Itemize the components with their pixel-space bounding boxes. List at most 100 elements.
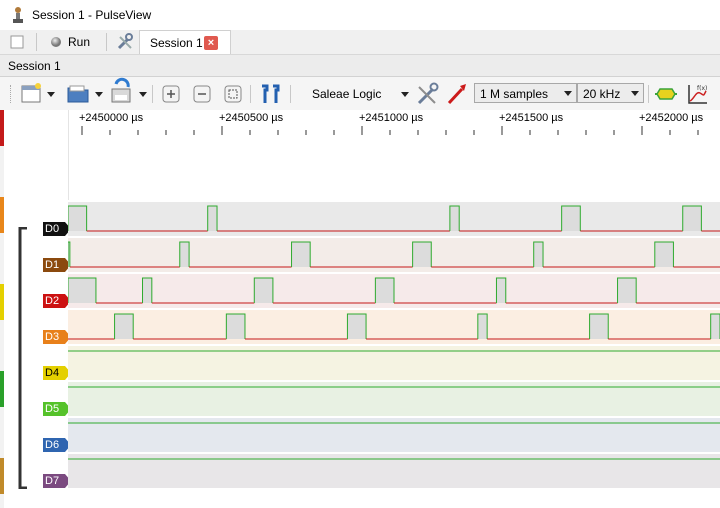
pulse-d1 — [68, 242, 70, 267]
trace-d2 — [68, 277, 97, 303]
close-tab-icon[interactable]: × — [204, 36, 218, 50]
pulse-d2 — [617, 278, 637, 303]
title-bar: Session 1 - PulseView — [0, 0, 720, 30]
channel-label-d5[interactable]: D5 — [43, 402, 71, 416]
trace-d2 — [253, 277, 274, 303]
cursor-icon[interactable] — [258, 77, 282, 110]
pulse-d0 — [207, 206, 218, 231]
ruler-tick-label: +2450500 µs — [219, 112, 284, 124]
zoom-in-icon[interactable] — [162, 77, 180, 110]
channel-label-d0[interactable]: D0 — [43, 222, 71, 236]
rate-value: 20 kHz — [583, 87, 621, 101]
time-ruler[interactable]: +2450000 µs +2450500 µs +2451000 µs +245150… — [68, 110, 720, 200]
pulse-d0 — [68, 206, 87, 231]
pulse-d1 — [412, 242, 432, 267]
pulse-d1 — [179, 242, 190, 267]
channel-row-d4 — [68, 346, 720, 380]
pulse-d3 — [710, 314, 720, 339]
run-button[interactable]: Run — [50, 30, 90, 54]
probe-icon[interactable] — [446, 77, 470, 110]
trace-d0 — [449, 205, 460, 231]
channel-row-d0 — [68, 202, 720, 236]
channel-label-d7[interactable]: D7 — [43, 474, 71, 488]
configure-icon[interactable] — [415, 77, 439, 110]
trace-d0 — [561, 205, 581, 231]
rate-combo[interactable]: 20 kHz — [577, 83, 644, 103]
ruler-tick-label: +2451500 µs — [499, 112, 564, 124]
new-file-dropdown-icon[interactable] — [47, 92, 55, 97]
pulse-d1 — [533, 242, 544, 267]
channel-row-d6 — [68, 418, 720, 452]
trace-d1 — [533, 241, 544, 267]
trace-d0 — [682, 205, 702, 231]
trace-d1 — [654, 241, 674, 267]
settings-icon[interactable] — [116, 33, 134, 51]
trace-d3 — [477, 313, 488, 339]
trace-d1 — [291, 241, 311, 267]
run-label: Run — [68, 35, 91, 49]
zoom-fit-icon[interactable] — [224, 77, 242, 110]
top-tab-bar: Run Session 1 × — [0, 30, 720, 55]
pulse-d1 — [291, 242, 311, 267]
channel-label-d3[interactable]: D3 — [43, 330, 71, 344]
trace-d3 — [589, 313, 609, 339]
device-dropdown-icon[interactable] — [401, 92, 409, 97]
channel-row-d5 — [68, 382, 720, 416]
samples-dropdown-icon — [564, 91, 572, 96]
trace-d3 — [710, 313, 720, 339]
channel-label-d1[interactable]: D1 — [43, 258, 71, 272]
trace-area[interactable] — [68, 200, 720, 488]
save-dropdown-icon[interactable] — [139, 92, 147, 97]
trace-d2 — [617, 277, 637, 303]
channel-label-d4[interactable]: D4 — [43, 366, 71, 380]
ruler-tick-label: +2450000 µs — [79, 112, 144, 124]
pulse-d2 — [68, 278, 96, 303]
pulse-d3 — [347, 314, 367, 339]
new-file-icon[interactable] — [20, 77, 42, 110]
channel-row-d3 — [68, 310, 720, 344]
trace-d2 — [495, 277, 507, 303]
samples-combo[interactable]: 1 M samples — [474, 83, 577, 103]
trace-d0 — [68, 205, 88, 231]
session-header-label: Session 1 — [8, 59, 61, 73]
open-icon[interactable] — [66, 77, 90, 110]
trace-d1 — [68, 241, 71, 267]
channel-row-d1 — [68, 238, 720, 272]
device-selector[interactable]: Saleae Logic — [312, 87, 382, 101]
trace-d3 — [225, 313, 246, 339]
tab-session-1[interactable]: Session 1 × — [139, 30, 231, 54]
app-icon — [13, 7, 23, 23]
ruler-tick-label: +2452000 µs — [639, 112, 704, 124]
pulse-d3 — [226, 314, 245, 339]
pulse-d0 — [449, 206, 460, 231]
trace-d0 — [207, 205, 218, 231]
rate-dropdown-icon — [631, 91, 639, 96]
pulse-d2 — [375, 278, 394, 303]
open-dropdown-icon[interactable] — [95, 92, 103, 97]
trace-d3 — [114, 313, 134, 339]
ruler-tick-marks — [81, 126, 699, 135]
channel-group-bracket[interactable] — [18, 227, 28, 489]
pulse-d2 — [496, 278, 506, 303]
zoom-out-icon[interactable] — [193, 77, 211, 110]
channel-row-d7 — [68, 454, 720, 488]
pulse-d3 — [114, 314, 134, 339]
pulse-d1 — [654, 242, 674, 267]
channel-label-d2[interactable]: D2 — [43, 294, 71, 308]
session-tab-label: Session 1 — [150, 35, 203, 50]
pulse-d0 — [561, 206, 581, 231]
math-icon[interactable]: f(x) — [685, 77, 709, 110]
channel-label-d6[interactable]: D6 — [43, 438, 71, 452]
new-session-icon[interactable] — [9, 34, 25, 50]
pulse-d2 — [254, 278, 273, 303]
pulse-d3 — [477, 314, 488, 339]
save-icon[interactable] — [108, 77, 134, 110]
svg-text:f(x): f(x) — [697, 85, 707, 92]
pulse-d3 — [589, 314, 609, 339]
run-icon — [51, 37, 61, 47]
ruler-tick-label: +2451000 µs — [359, 112, 424, 124]
color-strip — [0, 110, 4, 508]
trace-d1 — [179, 241, 190, 267]
decoder-icon[interactable] — [654, 77, 678, 110]
